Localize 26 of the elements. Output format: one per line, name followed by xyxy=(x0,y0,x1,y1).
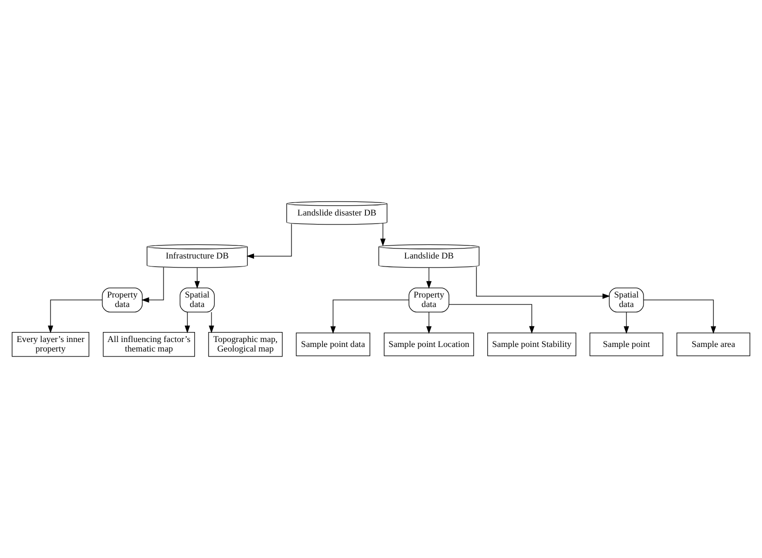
arrow xyxy=(476,266,610,299)
node-box: Sample point Stability xyxy=(487,332,576,356)
node-box: All influencing factor’s thematic map xyxy=(102,332,195,357)
node-box: Property data xyxy=(102,288,143,312)
arrow xyxy=(330,300,410,334)
node-box: Every layer’s inner property xyxy=(12,332,90,357)
arrow xyxy=(141,267,164,303)
arrow xyxy=(246,224,292,259)
node-box: Sample area xyxy=(676,332,750,356)
node-box: Topographic map, Geological map xyxy=(208,332,283,357)
node-box: Spatial data xyxy=(180,288,215,312)
arrow xyxy=(184,312,190,334)
node-box: Property data xyxy=(408,288,450,312)
arrow xyxy=(208,312,214,334)
node-box: Sample point data xyxy=(296,332,370,356)
arrow xyxy=(448,304,534,334)
arrow xyxy=(426,312,432,334)
node-box: Sample point xyxy=(590,332,664,356)
node-box: Spatial data xyxy=(608,288,644,312)
arrow xyxy=(48,300,102,334)
arrow xyxy=(380,223,386,246)
arrow xyxy=(624,312,630,334)
node-box: Sample point Location xyxy=(384,332,474,356)
arrow xyxy=(643,300,716,334)
arrow xyxy=(426,267,432,289)
arrow xyxy=(194,267,200,289)
